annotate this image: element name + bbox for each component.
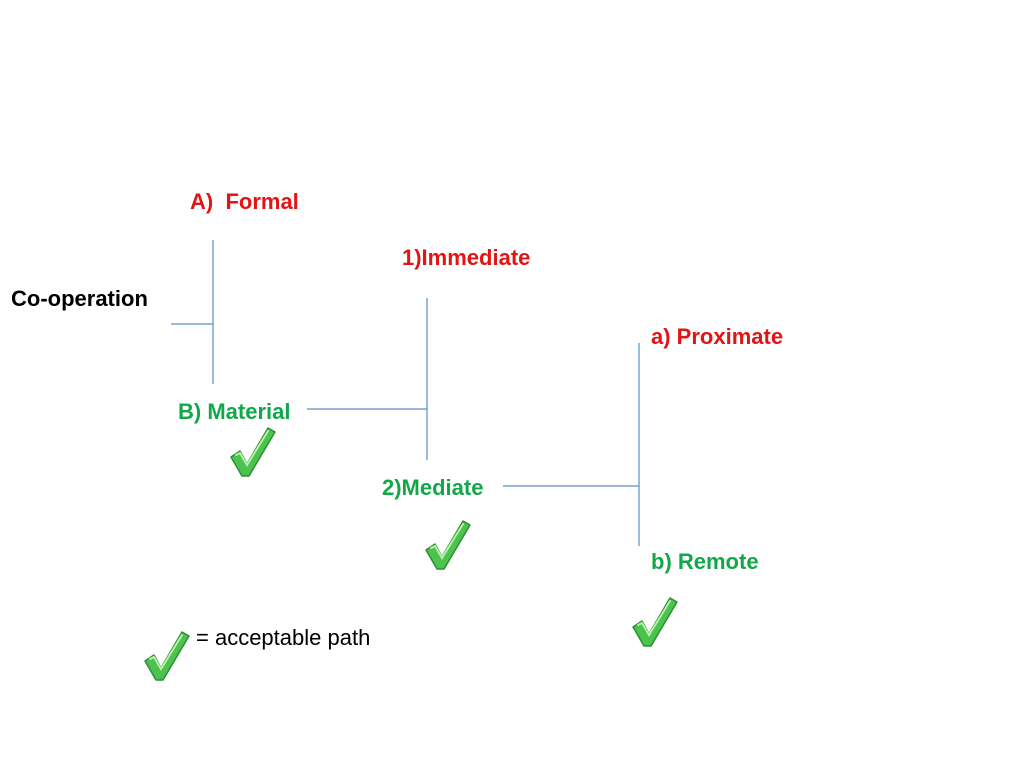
check-icon <box>632 597 678 647</box>
node-immediate: 1)Immediate <box>402 245 531 270</box>
legend-text: = acceptable path <box>196 625 371 650</box>
legend-check-icon <box>144 631 190 681</box>
node-remote: b) Remote <box>651 549 759 574</box>
node-proximate: a) Proximate <box>651 324 784 349</box>
check-icon <box>425 520 471 570</box>
check-icon <box>230 427 276 477</box>
node-material: B) Material <box>178 399 291 424</box>
node-mediate: 2)Mediate <box>382 475 484 500</box>
node-co-operation: Co-operation <box>11 286 148 311</box>
node-formal: A) Formal <box>190 189 299 214</box>
